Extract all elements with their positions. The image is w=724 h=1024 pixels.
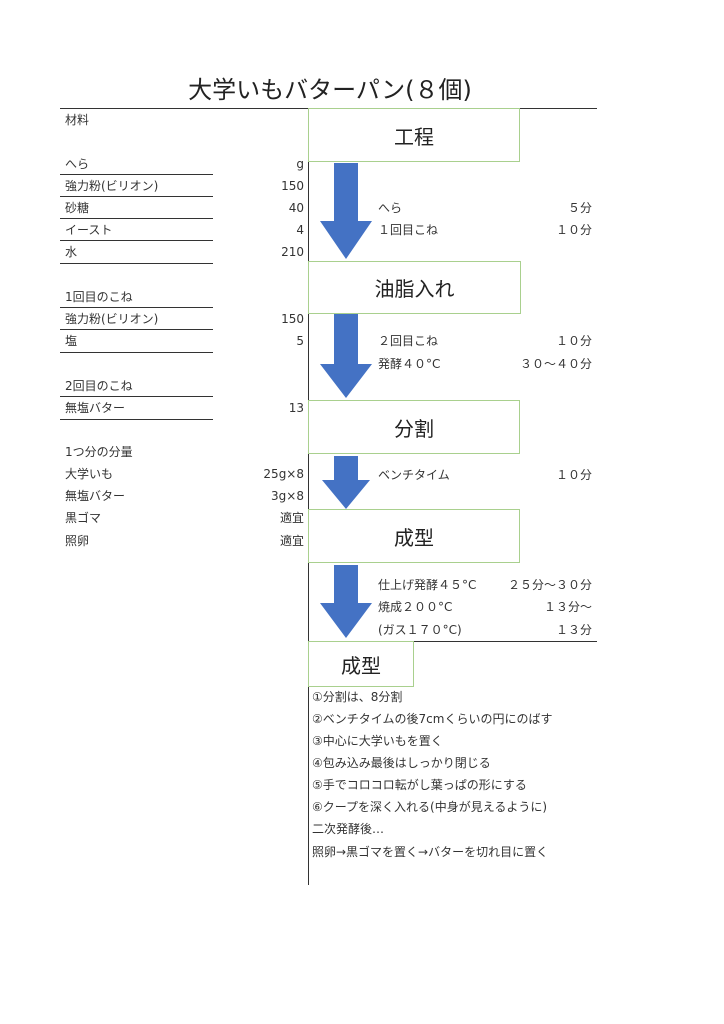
step-note: 仕上げ発酵４５°C xyxy=(378,578,477,592)
step-time: ３０～４０分 xyxy=(519,357,592,371)
ingredient-name: 塩 xyxy=(65,334,78,348)
unit-label: g xyxy=(296,157,304,171)
shaping-title-box: 成型 xyxy=(308,641,414,687)
divider xyxy=(60,218,213,219)
ingredient-qty: 150 xyxy=(281,179,304,193)
materials-header: 材料 xyxy=(65,113,90,127)
ingredient-name: 砂糖 xyxy=(65,201,90,215)
ingredient-qty: 40 xyxy=(288,201,304,215)
ingredient-name: 水 xyxy=(65,245,78,259)
section-title: 1回目のこね xyxy=(65,290,133,304)
shaping-line: ⑥クープを深く入れる(中身が見えるように) xyxy=(312,800,548,814)
divider xyxy=(60,240,213,241)
ingredient-qty: 13 xyxy=(288,401,304,415)
ingredient-name: 照卵 xyxy=(65,534,90,548)
shaping-line: ②ベンチタイムの後7cmくらいの円にのばす xyxy=(312,712,553,726)
step-time: １０分 xyxy=(555,468,592,482)
step-box-fat: 油脂入れ xyxy=(308,261,521,314)
ingredient-name: 黒ゴマ xyxy=(65,511,102,525)
step-time: ５分 xyxy=(567,201,592,215)
ingredient-name: イースト xyxy=(65,223,113,237)
shaping-line: 二次発酵後… xyxy=(312,822,385,836)
section-title: 1つ分の分量 xyxy=(65,445,133,459)
step-box-divide: 分割 xyxy=(308,400,520,454)
step-label: 油脂入れ xyxy=(374,277,455,301)
divider xyxy=(60,263,213,264)
page-title: 大学いもバターパン(８個) xyxy=(188,76,472,104)
ingredient-name: 無塩バター xyxy=(65,401,126,415)
shaping-title: 成型 xyxy=(341,653,381,678)
divider xyxy=(308,641,597,642)
step-time: １０分 xyxy=(555,223,592,237)
ingredient-name: 大学いも xyxy=(65,467,114,481)
divider xyxy=(60,419,213,420)
down-arrow-icon xyxy=(322,456,370,509)
step-note: １回目こね xyxy=(378,223,439,237)
ingredient-qty: 適宜 xyxy=(279,534,304,548)
step-label: 成型 xyxy=(394,525,434,550)
ingredient-qty: 210 xyxy=(281,245,304,259)
divider xyxy=(60,174,213,175)
divider xyxy=(60,196,213,197)
divider xyxy=(60,329,213,330)
section-title: へら xyxy=(65,157,90,171)
step-label: 工程 xyxy=(394,124,434,149)
shaping-line: ①分割は、8分割 xyxy=(312,690,403,704)
step-box-shape: 成型 xyxy=(308,509,520,563)
divider xyxy=(60,307,213,308)
ingredient-qty: 5 xyxy=(296,334,304,348)
step-note: (ガス１７０°C) xyxy=(378,623,462,637)
shaping-line: ⑤手でコロコロ転がし葉っぱの形にする xyxy=(312,778,527,792)
shaping-line: ③中心に大学いもを置く xyxy=(312,734,443,748)
divider xyxy=(60,352,213,353)
shaping-line: ④包み込み最後はしっかり閉じる xyxy=(312,756,491,770)
step-time: １３分～ xyxy=(543,600,592,614)
step-note: ２回目こね xyxy=(378,334,439,348)
step-label: 分割 xyxy=(394,416,434,441)
ingredient-name: 強力粉(ビリオン) xyxy=(65,312,159,326)
divider xyxy=(60,396,213,397)
ingredient-qty: 4 xyxy=(296,223,304,237)
ingredient-qty: 25g×8 xyxy=(263,467,304,481)
step-note: 発酵４０°C xyxy=(378,357,441,371)
step-note: 焼成２００°C xyxy=(378,600,453,614)
step-time: １０分 xyxy=(555,334,592,348)
ingredient-qty: 3g×8 xyxy=(271,489,304,503)
step-time: １３分 xyxy=(555,623,592,637)
step-note: ベンチタイム xyxy=(378,468,450,482)
ingredient-name: 無塩バター xyxy=(65,489,126,503)
down-arrow-icon xyxy=(320,565,372,638)
down-arrow-icon xyxy=(320,163,372,259)
step-box-process: 工程 xyxy=(308,108,520,162)
ingredient-name: 強力粉(ビリオン) xyxy=(65,179,159,193)
section-title: 2回目のこね xyxy=(65,379,133,393)
step-note: へら xyxy=(378,201,403,215)
step-time: ２５分～３０分 xyxy=(507,578,592,592)
ingredient-qty: 適宜 xyxy=(279,511,304,525)
shaping-line: 照卵→黒ゴマを置く→バターを切れ目に置く xyxy=(312,845,549,859)
down-arrow-icon xyxy=(320,314,372,398)
ingredient-qty: 150 xyxy=(281,312,304,326)
